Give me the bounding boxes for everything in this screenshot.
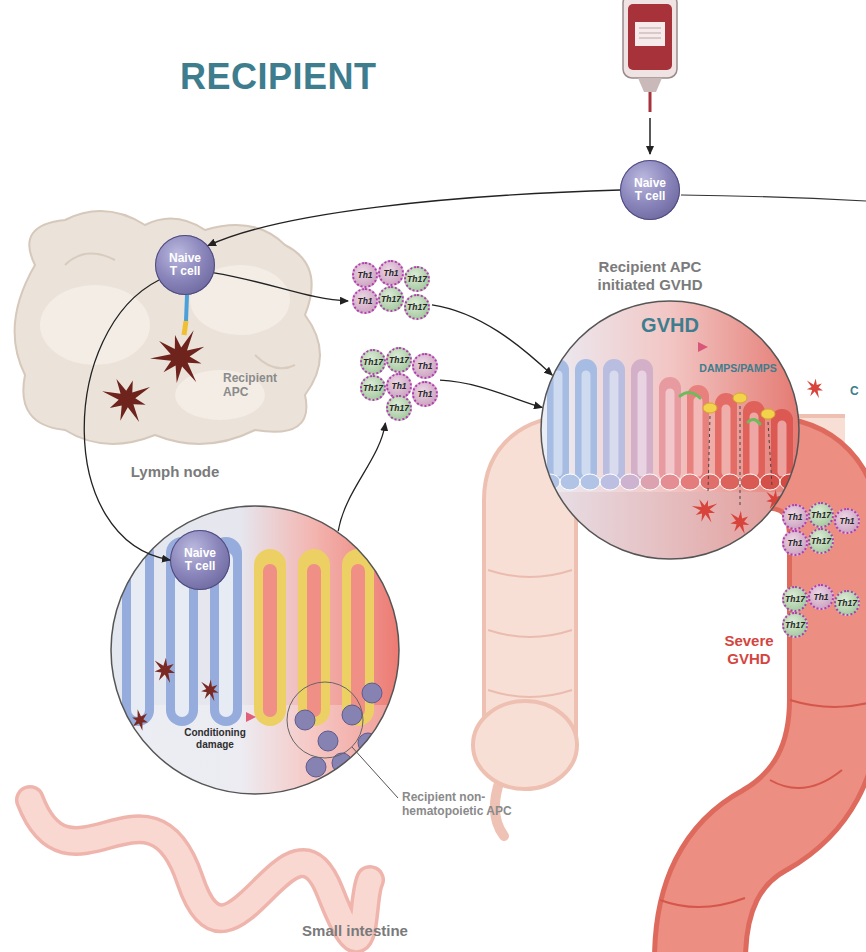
cell-type-label: Th1 xyxy=(357,271,372,280)
tissue-inset-circle: GVHD DAMPS/PAMPS xyxy=(540,300,800,560)
effector-cell: Th1 xyxy=(412,353,438,379)
text-slot: Conditioning damage xyxy=(168,727,262,750)
effector-cell: Th17 xyxy=(404,266,430,292)
effector-cell: Th17 xyxy=(808,502,834,528)
effector-cell: Th17 xyxy=(404,294,430,320)
effector-cell: Th17 xyxy=(834,590,860,616)
text-slot: Recipient non-hematopoietic APC xyxy=(402,790,514,819)
cell-type-label: Th17 xyxy=(837,599,857,608)
cell-type-label: Th17 xyxy=(785,595,805,604)
cell-label: Naive T cell xyxy=(629,177,671,203)
text-slot: C xyxy=(850,384,862,398)
effector-cell: Th17 xyxy=(386,395,412,421)
cell-type-label: Th17 xyxy=(811,511,831,520)
connector-arrow xyxy=(440,380,542,407)
cell-type-label: Th17 xyxy=(407,303,427,312)
text-slot: Recipient APC xyxy=(223,371,293,400)
cell-type-label: Th17 xyxy=(389,356,409,365)
effector-cell: Th1 xyxy=(352,262,378,288)
signal-label: DAMPS/PAMPS xyxy=(690,362,786,374)
inset-heading: GVHD xyxy=(630,314,710,337)
organ-label: Lymph node xyxy=(105,463,245,480)
effector-cell: Th17 xyxy=(360,375,386,401)
cell-type-label: Th1 xyxy=(813,593,828,602)
tissue-inset xyxy=(540,300,800,560)
text-slot: Small intestine xyxy=(285,922,425,939)
cell-type-label: Th1 xyxy=(391,382,406,391)
cell-type-label: Th17 xyxy=(811,537,831,546)
blood-bag xyxy=(623,0,677,154)
effector-cell: Th1 xyxy=(834,508,860,534)
text-slot: GVHD xyxy=(630,314,710,337)
cell-type-label: Th17 xyxy=(785,621,805,630)
connector-arrow xyxy=(208,190,620,246)
effector-cell-cluster: Th1Th17Th1Th1Th17 xyxy=(778,500,862,578)
effector-cell: Th1 xyxy=(782,530,808,556)
process-label: Conditioning damage xyxy=(168,727,262,750)
effector-cell: Th1 xyxy=(352,288,378,314)
connector-arrow xyxy=(432,305,552,375)
lymph-node: Recipient APC Lymph node Naive T cell xyxy=(5,205,335,495)
effector-cell: Th17 xyxy=(360,349,386,375)
effector-cell: Th1 xyxy=(808,584,834,610)
text-slot: Severe GVHD xyxy=(708,632,790,668)
cell-type-label: Th17 xyxy=(363,358,383,367)
connector-arrow xyxy=(338,423,385,531)
tissue-inset-circle: Conditioning damage Naive T cell xyxy=(110,505,400,795)
text-slot: Recipient APC initiated GVHD xyxy=(585,258,715,294)
cell-type-label: Th17 xyxy=(381,295,401,304)
effector-cell-cluster: Th17Th17Th1Th17Th1Th1Th17 xyxy=(356,345,440,423)
cell-type-label: Th17 xyxy=(363,384,383,393)
t-cell-circle: Naive T cell xyxy=(620,160,680,220)
cell-type-label: Th1 xyxy=(383,269,398,278)
cell-type-label: Th1 xyxy=(357,297,372,306)
apc-label: Recipient APC xyxy=(223,371,293,400)
cell-type-label: Th1 xyxy=(787,539,802,548)
effector-cell: Th17 xyxy=(782,612,808,638)
pathway-label: Recipient APC initiated GVHD xyxy=(585,258,715,294)
cell-type-label: Th1 xyxy=(839,517,854,526)
effector-cell: Th17 xyxy=(782,586,808,612)
cell-type-label: Th1 xyxy=(417,390,432,399)
severity-label: Severe GVHD xyxy=(708,632,790,668)
effector-cell: Th17 xyxy=(386,347,412,373)
effector-cell-cluster: Th1Th1Th17Th1Th17Th17 xyxy=(348,258,432,336)
connector-arrow xyxy=(214,273,348,301)
tissue-inset xyxy=(110,505,400,795)
effector-cell-cluster: Th17Th1Th17Th17 xyxy=(778,582,862,660)
effector-cell: Th1 xyxy=(412,381,438,407)
t-cell-circle: Naive T cell xyxy=(170,530,230,590)
cell-label: Naive T cell xyxy=(179,547,221,573)
diagram-title: RECIPIENT xyxy=(180,56,377,98)
text-slot: DAMPS/PAMPS xyxy=(690,362,786,374)
effector-cell: Th1 xyxy=(378,260,404,286)
effector-cell: Th1 xyxy=(782,504,808,530)
effector-cell: Th17 xyxy=(808,528,834,554)
effector-cell: Th17 xyxy=(378,286,404,312)
cut-label: C xyxy=(850,384,862,398)
text-slot: Lymph node xyxy=(105,463,245,480)
cell-type-label: Th1 xyxy=(417,362,432,371)
callout-label: Recipient non-hematopoietic APC xyxy=(402,790,514,819)
cell-type-label: Th17 xyxy=(407,275,427,284)
cell-type-label: Th1 xyxy=(787,513,802,522)
cell-type-label: Th17 xyxy=(389,404,409,413)
cell-label: Naive T cell xyxy=(164,252,206,278)
organ-label: Small intestine xyxy=(285,922,425,939)
connector-arrow xyxy=(84,280,170,560)
t-cell-circle: Naive T cell xyxy=(155,235,215,295)
text-slot: RECIPIENT xyxy=(180,56,377,98)
